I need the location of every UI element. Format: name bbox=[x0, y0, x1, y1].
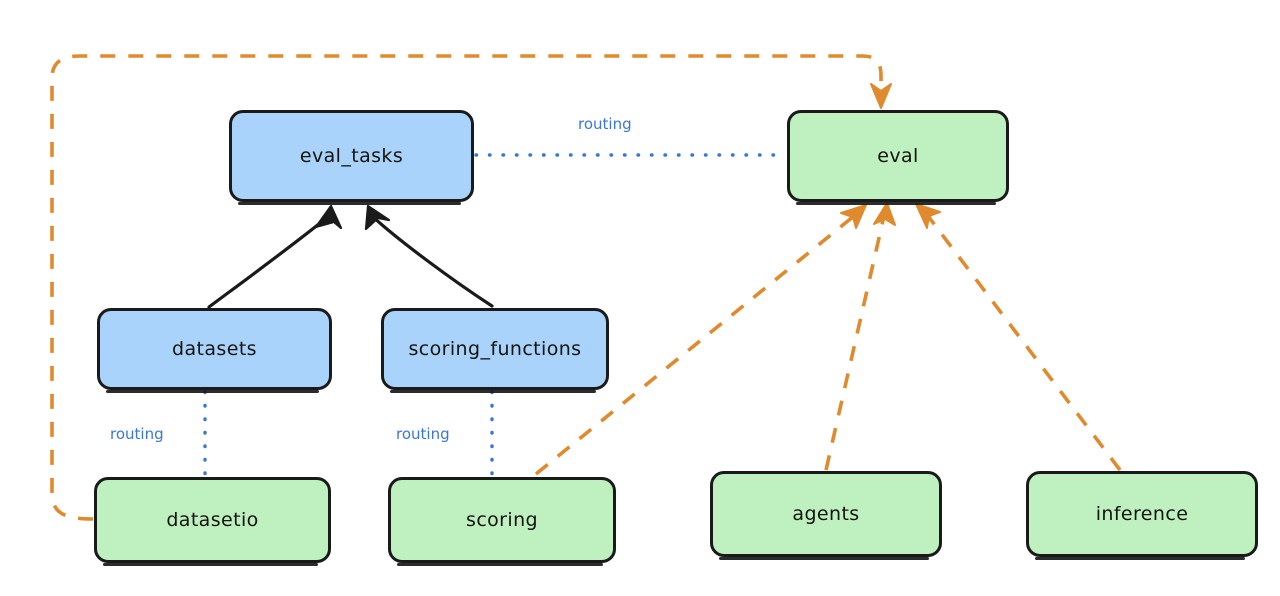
edge-scoring_functions-to-eval_tasks bbox=[364, 204, 494, 308]
edge-datasets-to-eval_tasks bbox=[207, 204, 343, 309]
edge-label-routing-eval-tasks-eval: routing bbox=[578, 115, 632, 133]
node-label-scoring-functions: scoring_functions bbox=[408, 337, 582, 360]
node-datasets[interactable]: datasets bbox=[97, 308, 332, 393]
node-label-inference: inference bbox=[1095, 502, 1189, 525]
node-label-eval-tasks: eval_tasks bbox=[299, 144, 404, 167]
node-inference[interactable]: inference bbox=[1026, 471, 1258, 560]
node-datasetio[interactable]: datasetio bbox=[94, 477, 331, 566]
node-eval[interactable]: eval bbox=[787, 110, 1009, 205]
node-scoring-functions[interactable]: scoring_functions bbox=[381, 308, 609, 393]
node-label-datasetio: datasetio bbox=[166, 508, 259, 531]
node-label-scoring: scoring bbox=[466, 508, 538, 531]
node-label-datasets: datasets bbox=[172, 337, 257, 360]
edge-inference-to-eval-dependency bbox=[915, 203, 1122, 472]
node-scoring[interactable]: scoring bbox=[388, 477, 616, 566]
node-label-agents: agents bbox=[792, 502, 860, 525]
node-agents[interactable]: agents bbox=[710, 471, 942, 560]
node-label-eval: eval bbox=[877, 144, 919, 167]
edge-scoring-to-eval-dependency bbox=[534, 204, 867, 476]
edge-label-routing-datasets-datasetio: routing bbox=[110, 425, 164, 443]
edge-agents-to-eval-dependency bbox=[824, 202, 896, 471]
node-eval-tasks[interactable]: eval_tasks bbox=[229, 110, 474, 205]
edge-label-routing-scoring-functions-scoring: routing bbox=[396, 425, 450, 443]
edge-datasetio-to-eval-dependency bbox=[50, 54, 892, 521]
